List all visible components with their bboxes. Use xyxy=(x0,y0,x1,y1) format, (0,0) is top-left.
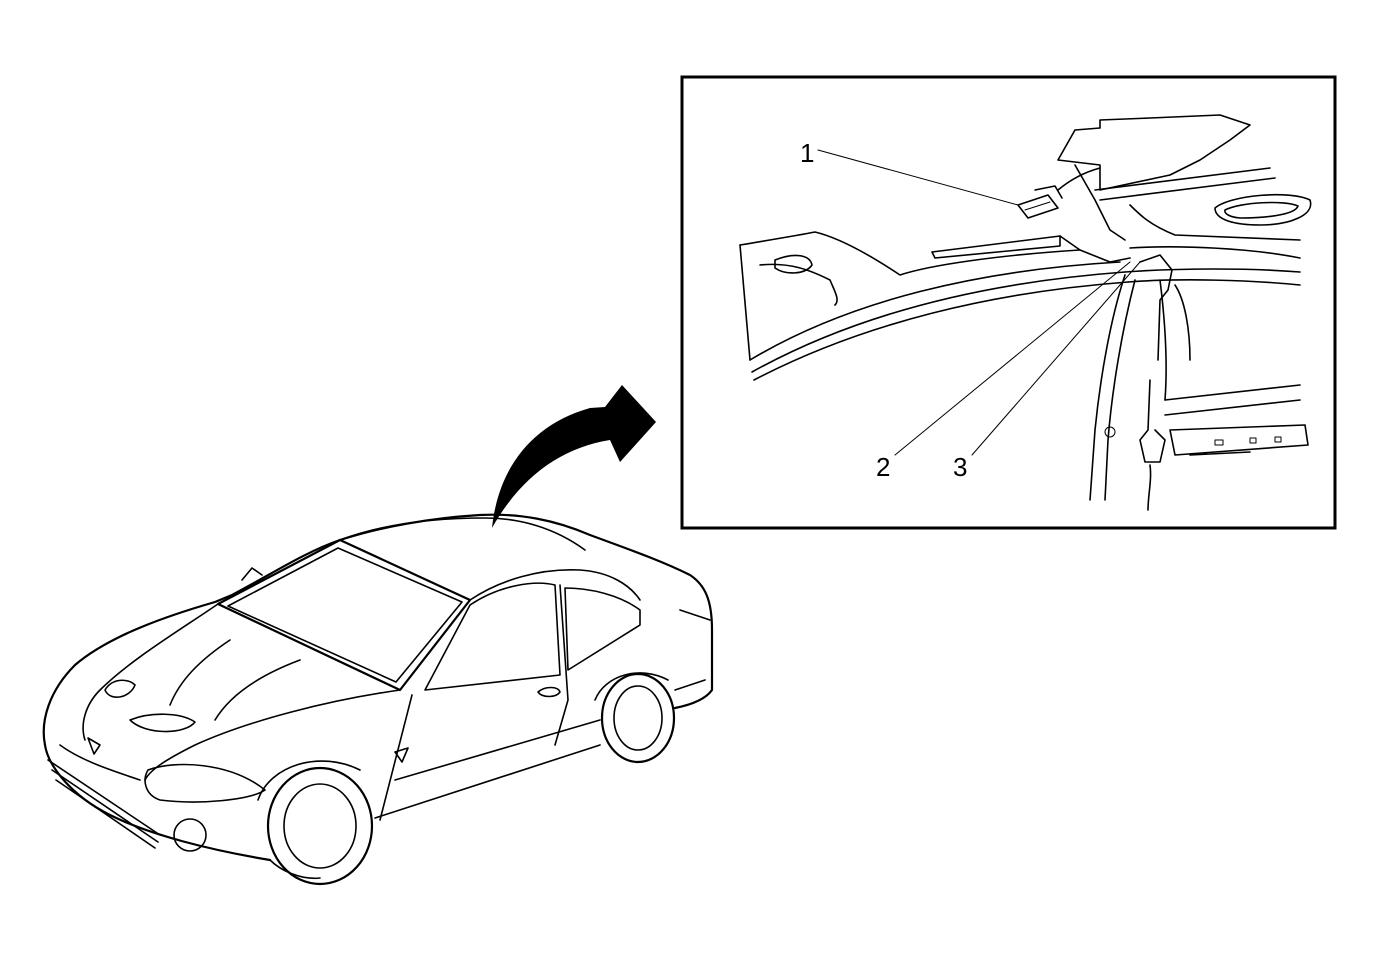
detail-inset: 1 2 3 xyxy=(680,75,1337,530)
callout-1: 1 xyxy=(800,138,814,168)
leader-line-1 xyxy=(817,149,1019,206)
leader-line-3 xyxy=(971,261,1141,456)
curved-arrow-icon xyxy=(492,385,656,528)
car-illustration xyxy=(42,513,714,886)
callout-3: 3 xyxy=(953,452,967,482)
leader-line-2 xyxy=(894,261,1131,456)
callout-2: 2 xyxy=(876,452,890,482)
